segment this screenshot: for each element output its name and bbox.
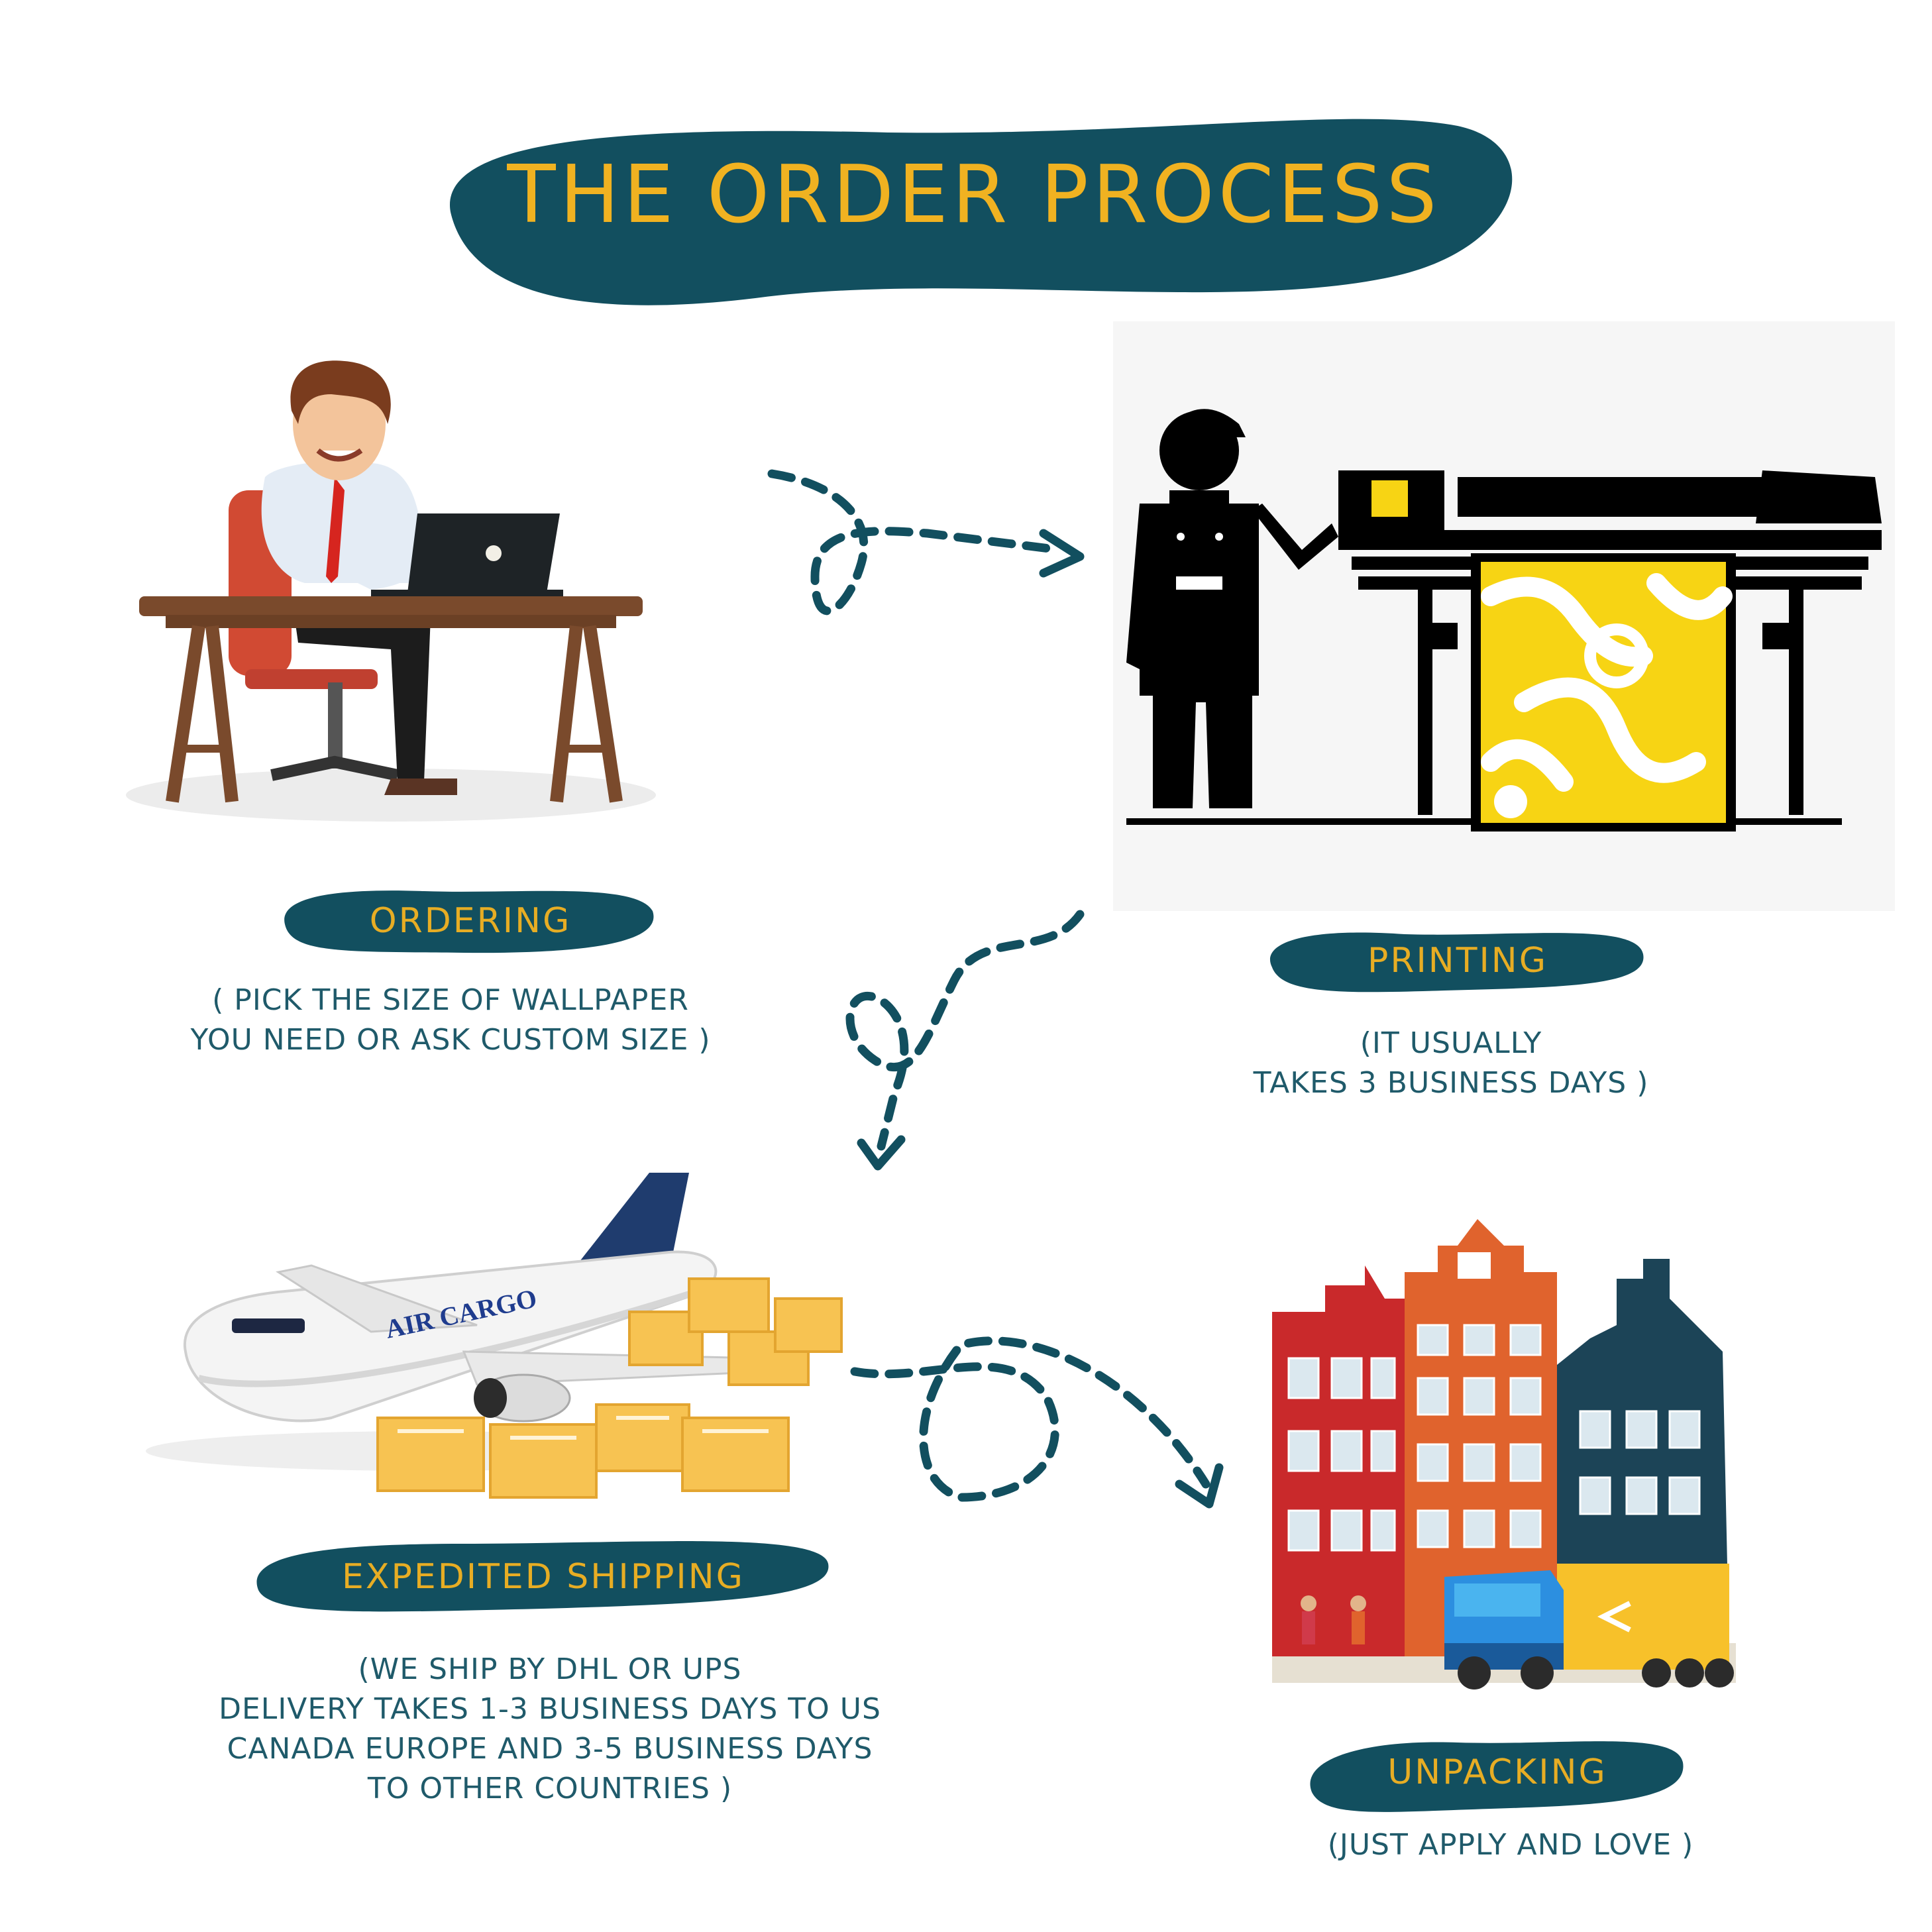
step-label-printing: PRINTING [1367,941,1548,981]
arrowheads [857,529,1224,1509]
step-label-shipping: EXPEDITED SHIPPING [342,1557,745,1597]
step-label-unpacking: UNPACKING [1387,1752,1607,1792]
dashed-arrows [767,469,1210,1502]
pill-unpacking [1310,1741,1684,1812]
title-banner [449,119,1513,305]
arrow-printing-to-shipping [845,910,1085,1151]
pill-printing [1269,932,1644,993]
arrowhead-icon [857,1135,906,1171]
label-pills [256,890,1684,1812]
arrowhead-icon [1039,529,1085,578]
step-description-unpacking: (JUST APPLY AND LOVE ) [1327,1828,1694,1862]
arrow-ordering-to-printing [767,469,1065,616]
pill-shipping [256,1541,829,1612]
shipping-illustration [146,1173,843,1499]
unpacking-illustration [1272,1219,1736,1690]
pill-ordering [284,890,654,953]
step-description-shipping: (WE SHIP BY DHL OR UPS DELIVERY TAKES 1-… [219,1652,881,1805]
arrow-shipping-to-unpacking [850,1336,1210,1502]
step-description-printing: (IT USUALLY TAKES 3 BUSINESS DAYS ) [1253,1026,1649,1100]
arrowhead-icon [1175,1463,1224,1509]
step-label-ordering: ORDERING [369,901,572,941]
ordering-illustration [126,360,656,822]
printing-illustration [1126,409,1882,832]
step-description-ordering: ( PICK THE SIZE OF WALLPAPER YOU NEED OR… [190,983,711,1057]
page-title: THE ORDER PROCESS [507,149,1441,241]
